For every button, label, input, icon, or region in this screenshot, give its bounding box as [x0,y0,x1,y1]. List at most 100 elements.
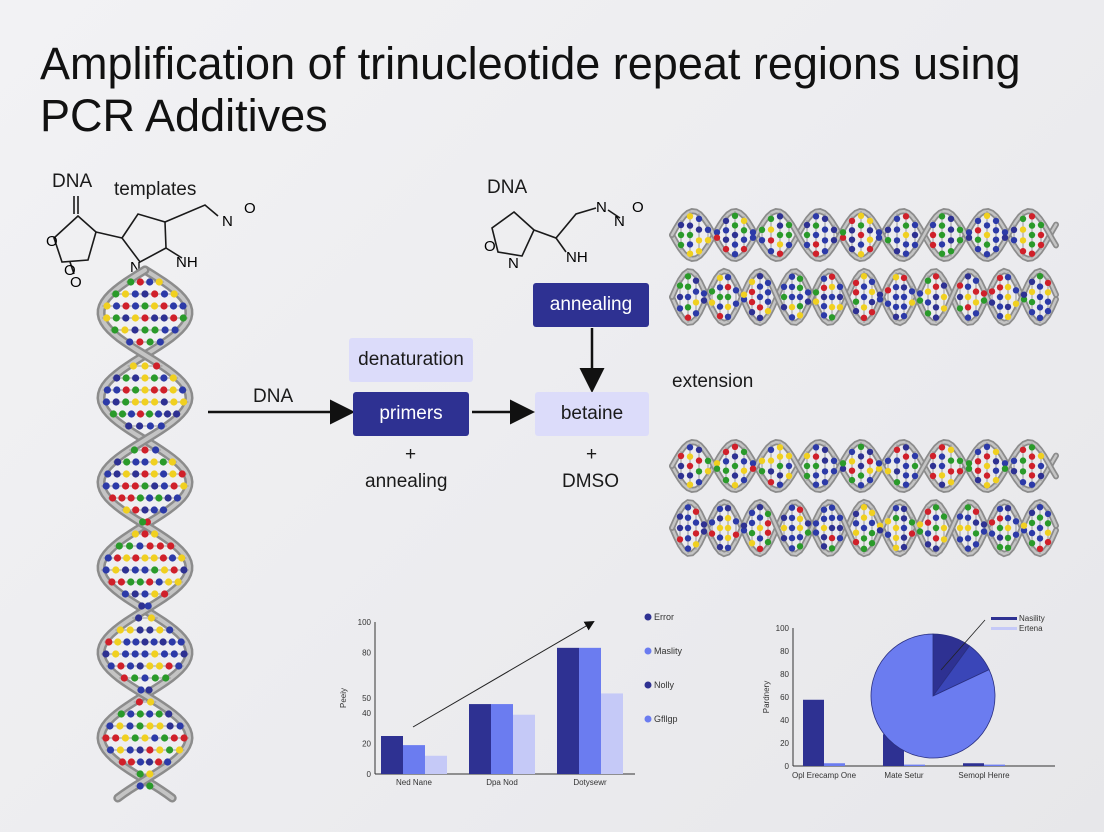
dna-base-pair [902,231,910,239]
dna-base-pair [135,698,143,706]
dna-base-pair [756,273,764,280]
dna-base-pair [875,234,883,241]
dna-base-pair [836,304,844,311]
dna-base-pair [132,386,140,394]
dna-base-pair [109,494,117,502]
dna-base-pair [684,504,692,511]
dna-base-pair [1037,221,1045,229]
dna-base-pair [748,278,756,285]
dna-base-pair [924,508,932,515]
dna-base-pair [120,674,128,682]
page-title: Amplification of trinucleotide repeat re… [40,38,1021,141]
dna-base-pair [866,245,874,253]
dna-base-pair [980,290,988,297]
mol2-atom-1: N [508,255,519,272]
dna-base-pair [852,289,860,296]
dna-base-pair [875,465,883,472]
dna-base-pair [828,273,836,280]
dna-base-pair [676,282,684,289]
molecule1-bonds [53,196,219,275]
dna-base-pair [764,298,772,305]
dna-base-pair [160,314,168,322]
dna-base-pair [830,226,838,233]
dna-base-pair [141,386,149,394]
dna-base-pair [756,293,764,301]
dna-base-pair [938,241,946,248]
dna-base-pair [1010,226,1018,233]
dna-base-pair [868,309,876,316]
dna-base-pair [908,519,916,526]
dna-base-pair [974,245,982,253]
dna-base-pair [900,284,908,291]
dna-base-pair [780,304,788,311]
dna-base-pair [820,275,828,282]
dna-base-pair [911,241,919,249]
dna-base-pair [146,422,154,430]
dna-base-pair [900,312,908,320]
chart1-x-tick-label: Dpa Nod [486,778,518,787]
dna-base-pair [141,554,149,562]
dna-base-pair [1044,289,1052,296]
dna-base-pair [892,283,900,291]
chart2-x-tick-label: Opl Erecamp One [792,771,857,780]
dna-base-pair [677,221,685,229]
dna-base-pair [704,468,712,475]
dna-base-pair [129,362,137,370]
dna-base-pair [868,288,876,296]
dna-base-pair [884,468,892,475]
dna-base-pair [884,531,892,538]
dna-base-pair [1037,472,1045,480]
dna-base-pair [103,386,111,394]
dna-base-pair [692,310,700,317]
dna-base-pair [828,545,836,552]
dna-base-pair [155,278,163,286]
dna-base-pair [996,505,1004,513]
dna-base-pair [131,530,139,538]
dna-base-pair [722,458,730,465]
dna-base-pair [1004,534,1012,542]
dna-base-pair [764,307,772,315]
dna-base-pair [112,650,120,658]
dna-base-pair [916,521,924,528]
dna-base-pair [1044,520,1052,527]
dna-base-pair [713,465,721,472]
dna-base-pair [972,530,980,537]
dna-base-pair [803,241,811,249]
dna-base-pair [803,472,811,480]
dna-base-pair [151,530,159,538]
dna-base-pair [178,470,186,478]
dna-backbone-highlight [670,440,1058,492]
dna-base-pair [836,535,844,542]
dna-base-pair [724,293,732,301]
dna-base-pair [947,468,955,475]
dna-base-pair [892,293,900,301]
dna-base-pair [127,710,135,718]
dna-base-pair [940,305,948,312]
flow-annealing-label: annealing [365,471,448,492]
dna-base-pair [117,662,125,670]
dna-base-pair [126,542,134,550]
dna-base-pair [932,514,940,521]
dna-base-pair [884,300,892,307]
dna-base-pair [165,578,173,586]
dna-base-pair [106,746,115,754]
dna-base-pair [821,479,829,486]
dna-base-pair [902,444,910,451]
dna-base-pair [900,524,908,532]
dna-base-pair [117,578,125,586]
dna-base-pair [731,212,739,219]
chart2-y-axis-label: Pardnery [762,681,771,713]
dna-base-pair [104,554,112,562]
dna-base-pair [1019,215,1027,222]
dna-base-pair [684,304,692,311]
dna-base-pair [860,283,868,290]
dna-base-pair [125,422,133,430]
dna-base-pair [848,448,856,456]
dna-base-pair [156,338,164,346]
dna-base-pair [776,481,784,488]
dna-base-pair [700,528,708,535]
dna-base-pair [131,566,139,574]
dna-base-pair [974,467,982,474]
dna-base-pair [180,482,188,490]
dna-base-pair [141,734,149,742]
